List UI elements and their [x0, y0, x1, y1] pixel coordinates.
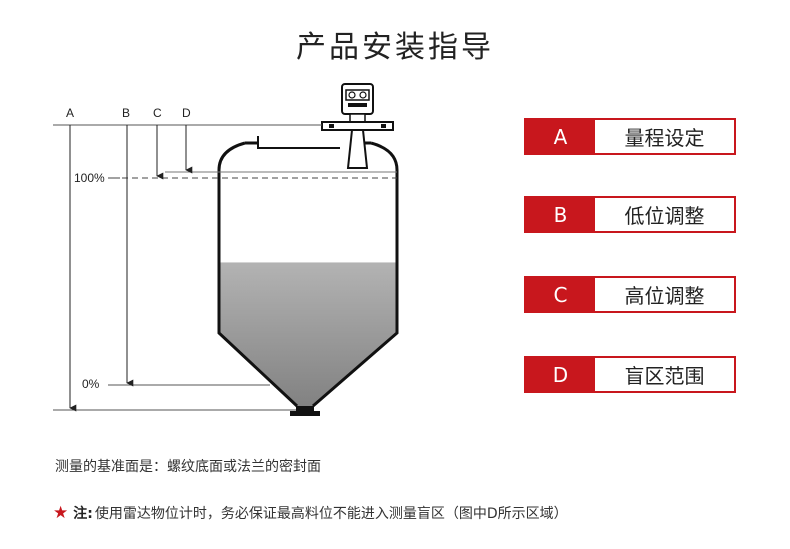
legend-text-a: 量程设定: [624, 126, 705, 150]
legend-text-b: 低位调整: [624, 204, 705, 228]
star-icon: ★: [53, 502, 69, 523]
legend-text-c: 高位调整: [624, 284, 705, 308]
legend-key-b: B: [526, 198, 595, 231]
dimension-c-label: C: [153, 106, 162, 120]
legend-key-d: D: [526, 358, 595, 391]
legend-item-d: D 盲区范围: [524, 356, 736, 393]
legend-text-d: 盲区范围: [624, 364, 705, 388]
dimension-d-label: D: [182, 106, 191, 120]
reference-note: 测量的基准面是：螺纹底面或法兰的密封面: [55, 459, 321, 475]
tank-outlet: [296, 406, 314, 412]
empty-level-label: 0%: [82, 377, 100, 391]
legend-key-c: C: [526, 278, 595, 311]
tank-top-nozzle: [257, 136, 340, 149]
legend-item-b: B 低位调整: [524, 196, 736, 233]
page-title: 产品安装指导: [296, 30, 494, 65]
warning-note: ★ 注: 使用雷达物位计时，务必保证最高料位不能进入测量盲区（图中D所示区域）: [53, 503, 568, 523]
legend-item-c: C 高位调整: [524, 276, 736, 313]
tank-outline: [217, 141, 399, 408]
dimension-a-label: A: [66, 106, 74, 120]
legend-key-a: A: [526, 120, 595, 153]
dimension-b-label: B: [122, 106, 130, 120]
legend-item-a: A 量程设定: [524, 118, 736, 155]
full-level-label: 100%: [74, 171, 105, 185]
warning-text: 使用雷达物位计时，务必保证最高料位不能进入测量盲区（图中D所示区域）: [94, 506, 568, 522]
radar-level-gauge: [321, 83, 394, 169]
warning-label: 注:: [73, 506, 93, 522]
